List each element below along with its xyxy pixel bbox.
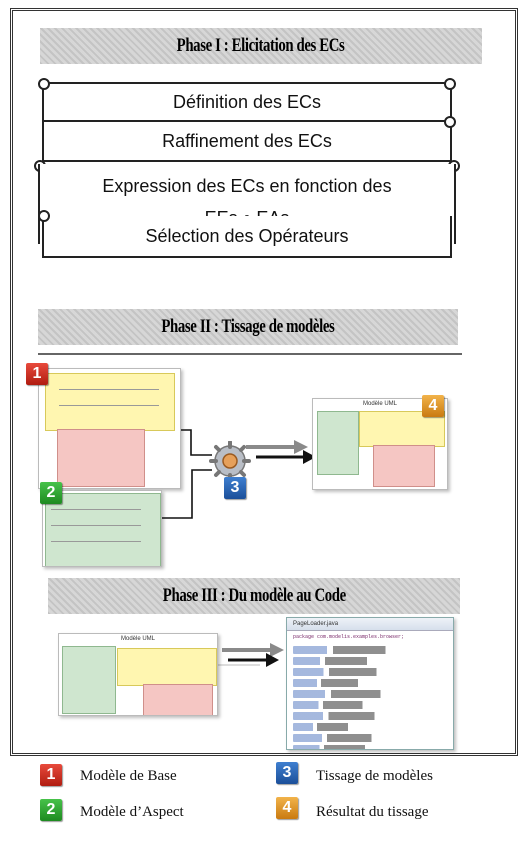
- aspect-model-diagram: [42, 490, 162, 567]
- step-definition: Définition des ECs: [38, 78, 456, 122]
- step-raffinement: Raffinement des ECs: [42, 116, 456, 162]
- code-line: [293, 657, 417, 665]
- code-tab: PageLoader.java: [287, 618, 453, 631]
- result-title: Modèle UML: [362, 401, 397, 407]
- class-line: [51, 541, 141, 542]
- phase2-banner: Phase II : Tissage de modèles: [38, 309, 458, 345]
- base-model-block: [117, 648, 217, 686]
- code-line: [293, 646, 447, 654]
- legend-base-model: Modèle de Base: [80, 768, 177, 784]
- aspect-block: [317, 411, 359, 475]
- code-line: [293, 712, 429, 720]
- code-editor: PageLoader.java package com.modelis.exam…: [286, 617, 454, 750]
- badge-1-icon: 1: [26, 363, 48, 385]
- class-line: [51, 525, 141, 526]
- aspect-block: [45, 493, 161, 566]
- weaving-gear-icon: [208, 440, 252, 482]
- class-line: [59, 405, 159, 406]
- legend-badge-2-icon: 2: [40, 799, 62, 821]
- pointcut-block: [57, 429, 145, 487]
- code-line: [293, 679, 401, 687]
- phase3-model-title: Modèle UML: [120, 636, 155, 642]
- step-selection-label: Sélection des Opérateurs: [145, 225, 349, 246]
- scroll-curl-icon: [38, 210, 50, 222]
- code-line: [293, 668, 432, 676]
- phase3-banner: Phase III : Du modèle au Code: [48, 578, 460, 614]
- phase3-uml-diagram: Modèle UML: [58, 633, 218, 716]
- legend-badge-3-icon: 3: [276, 762, 298, 784]
- pointcut-block: [143, 684, 213, 715]
- legend-weaving: Tissage de modèles: [316, 768, 433, 784]
- weave-arrowhead-shadow-icon: [294, 440, 308, 454]
- phase1-banner: Phase I : Elicitation des ECs: [40, 28, 482, 64]
- phase1-title: Phase I : Elicitation des ECs: [177, 35, 345, 56]
- badge-3-icon: 3: [224, 477, 246, 499]
- step-raffinement-label: Raffinement des ECs: [162, 130, 332, 151]
- pointcut-block: [373, 445, 435, 487]
- connector-line: [162, 469, 212, 519]
- step-expression-line1: Expression des ECs en fonction des: [102, 176, 392, 196]
- step-selection: Sélection des Opérateurs: [38, 210, 452, 258]
- scroll-curl-icon: [38, 78, 50, 90]
- code-package-line: package com.modelis.examples.browser;: [293, 634, 405, 640]
- legend-badge-4-icon: 4: [276, 797, 298, 819]
- legend-result: Résultat du tissage: [316, 804, 429, 820]
- weave-arrowhead-icon: [303, 450, 316, 464]
- class-line: [59, 389, 159, 390]
- code-body: [287, 646, 453, 749]
- scroll-curl-icon: [444, 116, 456, 128]
- badge-2-icon: 2: [40, 482, 62, 504]
- code-line: [293, 734, 424, 742]
- connector-line: [181, 429, 212, 456]
- code-line: [293, 690, 440, 698]
- phase3-title: Phase III : Du modèle au Code: [162, 585, 346, 606]
- badge-4-icon: 4: [422, 395, 444, 417]
- class-line: [51, 509, 141, 510]
- code-arrowhead-icon: [266, 653, 279, 667]
- scroll-curl-icon: [444, 78, 456, 90]
- base-model-diagram: [38, 368, 181, 489]
- phase2-title: Phase II : Tissage de modèles: [161, 316, 335, 337]
- code-line: [293, 723, 386, 731]
- aspect-block: [62, 646, 116, 714]
- code-line: [293, 745, 414, 749]
- legend-aspect-model: Modèle d’Aspect: [80, 804, 184, 820]
- code-arrowhead-shadow-icon: [270, 643, 284, 657]
- code-line: [293, 701, 409, 709]
- phase2-underline: [38, 353, 462, 355]
- step-definition-label: Définition des ECs: [172, 91, 322, 112]
- legend-badge-1-icon: 1: [40, 764, 62, 786]
